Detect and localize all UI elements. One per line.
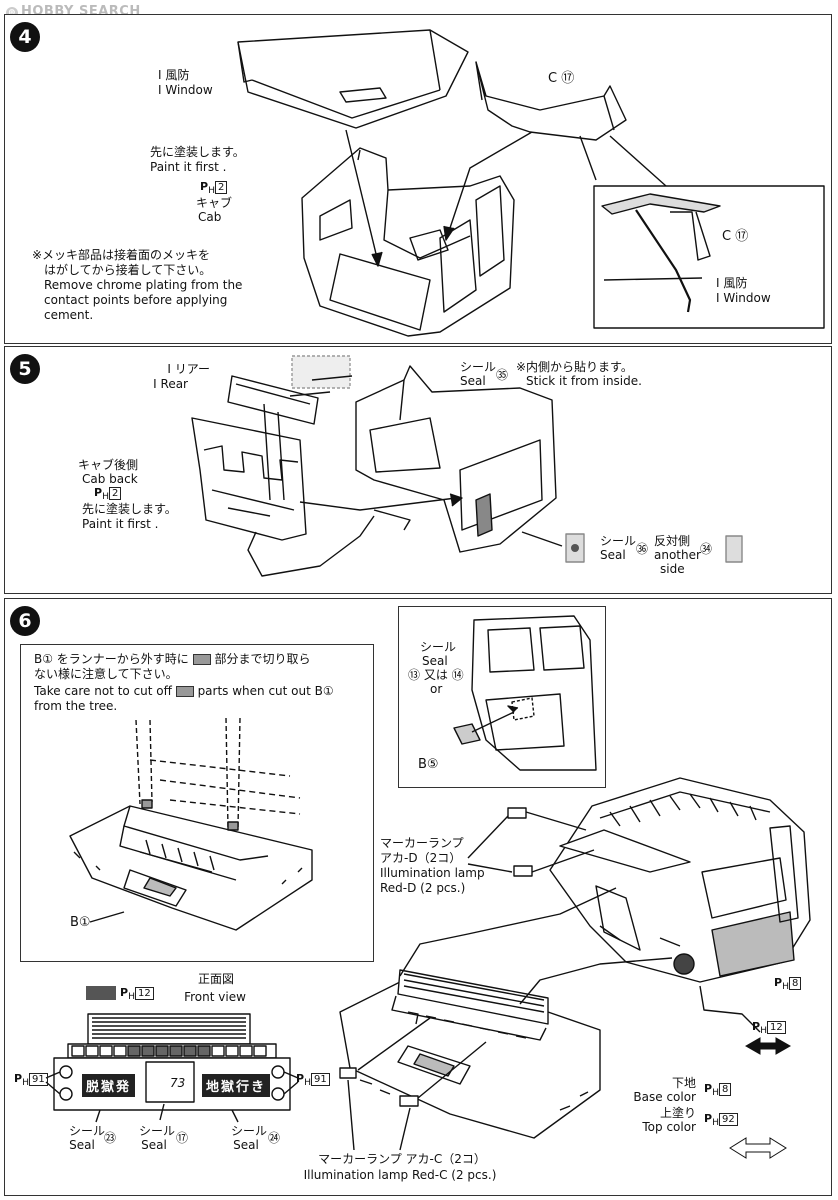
- cab-label-ja: キャブ: [196, 196, 233, 210]
- seal35-label-en: Seal: [460, 374, 486, 388]
- top-color-en: Top color: [642, 1120, 696, 1134]
- other-side-en-2: side: [660, 562, 685, 576]
- seal35-label-ja: シール: [460, 360, 497, 374]
- cut-area-swatch-2: [175, 686, 194, 697]
- front-view-en: Front view: [184, 990, 246, 1004]
- detail-window-ja: I 風防: [716, 276, 748, 290]
- chrome-note-en-2: contact points before applying: [44, 293, 228, 307]
- inside-note-ja: ※内側から貼ります。: [516, 360, 633, 374]
- seal36-label-ja: シール: [600, 534, 637, 548]
- chrome-note-en-1: Remove chrome plating from the: [44, 278, 243, 292]
- seal17-en: Seal: [141, 1138, 167, 1152]
- window-label-ja: I 風防: [158, 68, 190, 82]
- cabback-paint-ja: 先に塗装します。: [82, 502, 177, 516]
- seal36-label-en: Seal: [600, 548, 626, 562]
- step-6-number: 6: [10, 606, 40, 636]
- cabback-paint-en: Paint it first .: [82, 517, 159, 531]
- front-view-ja: 正面図: [197, 972, 234, 986]
- inset-or: or: [430, 682, 443, 696]
- marker-d-en-2: Red-D (2 pcs.): [380, 881, 466, 895]
- seal35-num: ㉟: [496, 368, 509, 382]
- b1-label: B①: [70, 915, 91, 930]
- ph12-swatch: [86, 986, 116, 1000]
- detail-c17-label: C ⑰: [722, 229, 749, 244]
- base-color-ja: 下地: [671, 1076, 696, 1090]
- cab-back-en: Cab back: [82, 472, 138, 486]
- marker-c-ja: マーカーランプ アカ-C（2コ）: [318, 1152, 486, 1166]
- inset-seal-ja: シール: [420, 640, 457, 654]
- cab-back-ja: キャブ後側: [78, 458, 139, 472]
- paint-first-ja: 先に塗装します。: [150, 145, 245, 159]
- rear-label-ja: I リアー: [167, 362, 210, 376]
- paint-first-en: Paint it first .: [150, 160, 227, 174]
- other-side-en-1: another: [654, 548, 701, 562]
- marker-d-ja-1: マーカーランプ: [380, 836, 464, 850]
- top-color-ja: 上塗り: [659, 1106, 696, 1120]
- base-color-en: Base color: [633, 1090, 696, 1104]
- seal24-en: Seal: [233, 1138, 259, 1152]
- caution-ja-1: B① をランナーから外す時に 部分まで切り取ら: [34, 652, 311, 666]
- part-c17-label: C ⑰: [548, 71, 575, 86]
- seal24-ja: シール: [230, 1124, 267, 1138]
- cab-label-en: Cab: [198, 210, 222, 224]
- step-5-number: 5: [10, 354, 40, 384]
- seal17-ja: シール: [138, 1124, 175, 1138]
- caution-ja-2: ない様に注意して下さい。: [34, 667, 178, 681]
- plate-right: 地獄行き: [202, 1074, 271, 1097]
- step-4-number: 4: [10, 22, 40, 52]
- rear-label-en: I Rear: [153, 377, 188, 391]
- caution-en-2: from the tree.: [34, 699, 118, 713]
- inset-seal-en: Seal: [422, 654, 448, 668]
- seal23-ja: シール: [68, 1124, 105, 1138]
- seal36-num: ㊱: [636, 542, 649, 556]
- marker-c-en: Illumination lamp Red-C (2 pcs.): [303, 1168, 497, 1182]
- seal23-en: Seal: [69, 1138, 95, 1152]
- chrome-note-ja-1: ※メッキ部品は接着面のメッキを: [32, 248, 211, 262]
- window-label-en: I Window: [158, 83, 213, 97]
- seal34-num: ㉞: [700, 542, 713, 556]
- seal24-num: ㉔: [268, 1131, 281, 1145]
- chrome-note-en-3: cement.: [44, 308, 94, 322]
- detail-window-en: I Window: [716, 291, 771, 305]
- seal17-num: ⑰: [176, 1131, 189, 1145]
- seal23-num: ㉓: [104, 1131, 117, 1145]
- cut-area-swatch: [192, 654, 211, 665]
- marker-d-ja-2: アカ-D（2コ）: [380, 851, 462, 865]
- b5-label: B⑤: [418, 757, 439, 772]
- plate-left: 脱獄発: [82, 1074, 136, 1097]
- caution-en-1: Take care not to cut off parts when cut …: [34, 684, 334, 698]
- inside-note-en: Stick it from inside.: [526, 374, 642, 388]
- chrome-note-ja-2: はがしてから接着して下さい。: [44, 263, 212, 277]
- inset-seal-nums: ⑬ 又は ⑭: [408, 668, 464, 682]
- other-side-ja: 反対側: [654, 534, 691, 548]
- marker-d-en-1: Illumination lamp: [380, 866, 485, 880]
- plate-center: 73: [170, 1076, 186, 1090]
